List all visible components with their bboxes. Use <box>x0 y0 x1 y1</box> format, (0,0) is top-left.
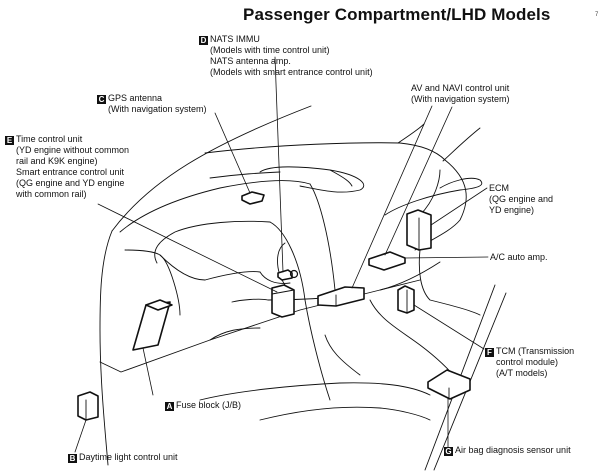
airbag-unit-shape <box>427 369 471 400</box>
ac-auto-amp-shape <box>368 251 406 271</box>
label-line: Time control unit <box>16 134 83 144</box>
page-mark: 7 <box>595 12 599 18</box>
tcm-shape <box>397 285 415 314</box>
label-line: (YD engine without common <box>16 145 130 155</box>
label-line: (QG engine and <box>489 194 554 204</box>
label-line: (A/T models) <box>496 368 548 378</box>
label-ac-auto-amp: A/C auto amp. <box>490 252 548 263</box>
time-control-unit-shape <box>271 284 295 318</box>
badge-d: D <box>199 36 208 45</box>
label-line: GPS antenna <box>108 93 163 103</box>
label-line: rail and K9K engine) <box>16 156 98 166</box>
badge-e: E <box>5 136 14 145</box>
label-line: NATS IMMU <box>210 34 260 44</box>
label-line: (With navigation system) <box>108 104 207 114</box>
label-ecm: ECM (QG engine and YD engine) <box>489 183 553 216</box>
label-line: (Models with smart entrance control unit… <box>210 67 373 77</box>
label-line: (QG engine and YD engine <box>16 178 125 188</box>
ecm-shape <box>406 209 432 251</box>
badge-a: A <box>165 402 174 411</box>
fuse-block-shape <box>132 299 173 351</box>
label-line: (Models with time control unit) <box>210 45 330 55</box>
label-line: with common rail) <box>16 189 87 199</box>
nats-immu-shape <box>277 269 299 281</box>
label-line: Daytime light control unit <box>79 452 178 462</box>
label-line: control module) <box>496 357 559 367</box>
leader-lines <box>74 56 489 453</box>
label-line: Air bag diagnosis sensor unit <box>455 445 571 455</box>
label-line: NATS antenna amp. <box>210 56 291 66</box>
badge-f: F <box>485 348 494 357</box>
label-line: TCM (Transmission <box>496 346 575 356</box>
gps-antenna-shape <box>241 191 265 205</box>
label-line: Smart entrance control unit <box>16 167 125 177</box>
label-line: AV and NAVI control unit <box>411 83 510 93</box>
label-line: Fuse block (J/B) <box>176 400 242 410</box>
label-line: ECM <box>489 183 509 193</box>
av-navi-unit-shape <box>317 286 365 307</box>
page-title: Passenger Compartment/LHD Models <box>243 5 551 24</box>
badge-c: C <box>97 95 106 104</box>
badge-g: G <box>444 447 453 456</box>
label-line: YD engine) <box>489 205 535 215</box>
label-av-navi-control-unit: AV and NAVI control unit (With navigatio… <box>411 83 510 105</box>
dashboard-outline <box>99 105 507 471</box>
label-line: A/C auto amp. <box>490 252 548 262</box>
badge-b: B <box>68 454 77 463</box>
daytime-light-unit-shape <box>77 391 99 421</box>
label-line: (With navigation system) <box>411 94 510 104</box>
